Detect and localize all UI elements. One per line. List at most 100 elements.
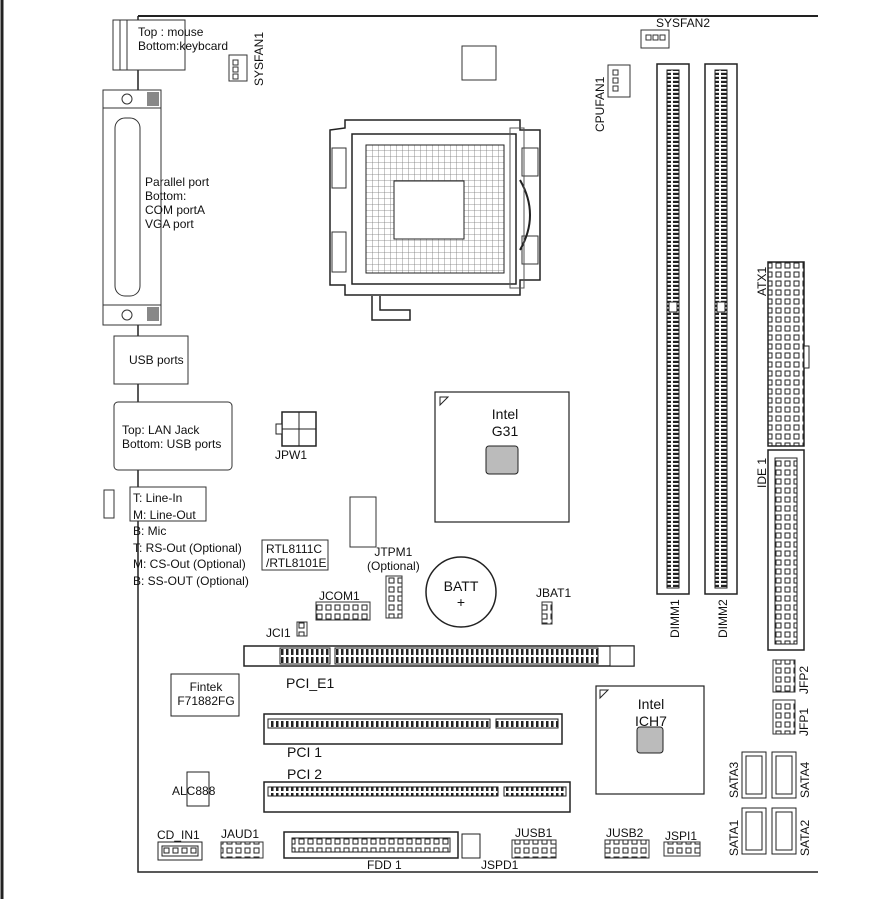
jspi1-label: JSPI1 xyxy=(665,829,698,843)
jusb2-label: JUSB2 xyxy=(606,826,644,840)
jtpm1-optional: (Optional) xyxy=(367,559,420,573)
sysfan2-connector xyxy=(640,29,670,49)
rtl-line-2: /RTL8101E xyxy=(266,556,327,570)
parallel-port-label: Parallel port Bottom: COM portA VGA port xyxy=(145,175,209,231)
parallel-line-2: Bottom: xyxy=(145,189,187,203)
northbridge-model: G31 xyxy=(491,423,519,439)
jaud1-label: JAUD1 xyxy=(221,827,260,841)
jspd1-connector xyxy=(461,833,481,859)
ide1-label: IDE 1 xyxy=(755,457,769,488)
jusb1-label: JUSB1 xyxy=(515,826,553,840)
northbridge-brand: Intel xyxy=(491,406,519,422)
audio-jacks-label: T: Line-In M: Line-Out B: Mic T: RS-Out … xyxy=(133,490,249,589)
rtl-chip-label: RTL8111C /RTL8101E xyxy=(266,542,327,570)
cpufan1-connector xyxy=(607,64,631,98)
dimm1-label: DIMM1 xyxy=(668,599,682,638)
jtpm1-label: JTPM1 (Optional) xyxy=(367,545,420,573)
jtpm1-name: JTPM1 xyxy=(374,545,413,559)
usb-ports-label: USB ports xyxy=(129,353,184,367)
superio-brand: Fintek xyxy=(189,680,223,694)
pcie1-label: PCI_E1 xyxy=(286,675,335,691)
parallel-line-3: COM portA xyxy=(145,203,206,217)
audio-line-3: B: Mic xyxy=(133,524,167,538)
jcom1-header xyxy=(315,601,371,621)
jbat1-header xyxy=(541,601,553,625)
southbridge-label: Intel ICH7 xyxy=(616,696,686,730)
pcie1-slot xyxy=(243,645,635,667)
southbridge-brand: Intel xyxy=(637,696,665,712)
audio-codec-chip xyxy=(186,771,210,807)
codec-label: ALC888 xyxy=(172,784,216,798)
ps2-port xyxy=(112,19,186,71)
dimm2-slot xyxy=(704,63,738,595)
northbridge-label: Intel G31 xyxy=(470,406,540,440)
audio-jacks xyxy=(103,486,207,522)
jpw1-label: JPW1 xyxy=(275,448,308,462)
ps2-bottom-text: Bottom:keybcard xyxy=(138,39,229,53)
usb-ports-block xyxy=(113,335,189,385)
southbridge-model: ICH7 xyxy=(635,713,667,729)
fdd1-label: FDD 1 xyxy=(367,858,402,872)
jbat1-label: JBAT1 xyxy=(536,586,572,600)
cpu-socket xyxy=(329,45,541,321)
sata2-label: SATA2 xyxy=(798,819,812,856)
ps2-top-text: Top : mouse xyxy=(138,25,204,39)
fdd1-connector xyxy=(283,831,459,859)
lan-line-1: Top: LAN Jack xyxy=(122,423,200,437)
atx1-label: ATX1 xyxy=(755,266,769,296)
jfp1-header xyxy=(772,699,796,735)
pci1-slot xyxy=(263,713,563,745)
southbridge-chip xyxy=(595,685,705,795)
northbridge-chip xyxy=(434,391,570,523)
jspd1-label: JSPD1 xyxy=(481,858,519,872)
sysfan1-label: SYSFAN1 xyxy=(252,31,266,86)
audio-line-5: M: CS-Out (Optional) xyxy=(133,557,246,571)
sysfan2-label: SYSFAN2 xyxy=(656,16,711,30)
sata3-label: SATA3 xyxy=(727,761,741,798)
battery-name: BATT xyxy=(443,578,479,594)
sysfan1-connector xyxy=(228,54,248,82)
jfp2-label: JFP2 xyxy=(797,665,811,694)
ps2-port-label: Top : mouse Bottom:keybcard xyxy=(138,25,228,53)
jusb1-header xyxy=(511,839,557,859)
jci1-header xyxy=(296,621,308,637)
audio-line-4: T: RS-Out (Optional) xyxy=(133,540,242,555)
battery-label: BATT + xyxy=(426,578,496,610)
audio-line-1: T: Line-In xyxy=(133,491,183,505)
lan-line-2: Bottom: USB ports xyxy=(122,437,222,451)
rtl-lan-chip xyxy=(261,539,329,571)
parallel-line-1: Parallel port xyxy=(145,175,210,189)
superio-label: Fintek F71882FG xyxy=(173,680,239,708)
cd-in1-label: CD_IN1 xyxy=(157,828,200,842)
battery-plus: + xyxy=(456,594,466,610)
pci2-label: PCI 2 xyxy=(287,766,323,782)
jfp2-header xyxy=(772,659,796,693)
audio-line-2: M: Line-Out xyxy=(133,507,196,522)
jusb2-header xyxy=(604,839,650,859)
ide1-connector xyxy=(767,449,805,651)
jci1-label: JCI1 xyxy=(266,626,291,640)
superio-model: F71882FG xyxy=(177,694,235,708)
sata4-label: SATA4 xyxy=(798,761,812,798)
jspi1-header xyxy=(663,841,701,857)
dimm2-label: DIMM2 xyxy=(716,599,730,638)
battery xyxy=(425,556,497,628)
jtpm1-header xyxy=(349,496,403,619)
atx1-connector xyxy=(767,261,810,447)
jaud1-header xyxy=(220,841,264,859)
lan-port-label: Top: LAN Jack Bottom: USB ports xyxy=(122,423,221,451)
cpufan1-label: CPUFAN1 xyxy=(593,76,607,132)
pci1-label: PCI 1 xyxy=(287,744,323,760)
parallel-line-4: VGA port xyxy=(145,217,194,231)
sata-connectors xyxy=(741,751,797,855)
sata1-label: SATA1 xyxy=(727,819,741,856)
jpw1-connector xyxy=(275,411,317,447)
pci2-slot xyxy=(263,781,571,813)
cd-in1-connector xyxy=(157,841,203,861)
jfp1-label: JFP1 xyxy=(797,707,811,736)
dimm1-slot xyxy=(656,63,690,595)
audio-line-6: B: SS-OUT (Optional) xyxy=(133,573,249,588)
lan-usb-block xyxy=(113,401,233,471)
rtl-line-1: RTL8111C xyxy=(266,542,323,556)
